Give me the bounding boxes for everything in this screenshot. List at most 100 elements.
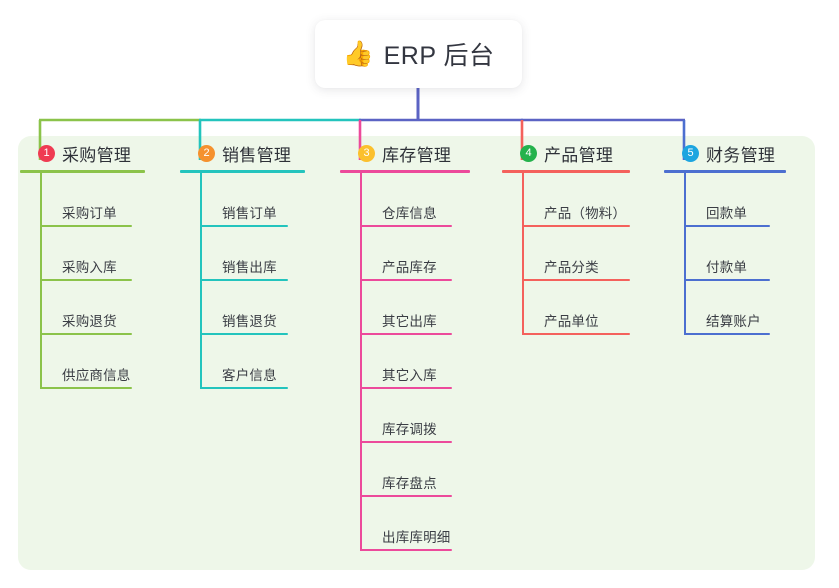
leaf-item[interactable]: 出库库明细 [360,497,470,551]
branch-title-2: 销售管理 [222,145,292,165]
leaf-item[interactable]: 仓库信息 [360,173,470,227]
leaf-item-label: 出库库明细 [382,530,451,545]
leaf-underline [40,387,132,389]
branch-header-2[interactable]: 2 销售管理 [178,136,305,170]
branch-badge-1: 1 [38,144,55,162]
leaf-item-label: 其它入库 [382,368,437,383]
leaf-item[interactable]: 库存盘点 [360,443,470,497]
leaf-item[interactable]: 销售出库 [200,227,305,281]
leaf-item-label: 付款单 [706,260,748,275]
leaf-underline [360,549,452,551]
branch-title-5: 财务管理 [706,145,776,165]
leaf-underline [200,333,288,335]
leaf-underline [40,279,132,281]
branch-underline-4 [502,170,630,173]
leaf-underline [522,279,630,281]
leaf-underline [200,387,288,389]
leaf-item-label: 其它出库 [382,314,437,329]
branches-panel [18,136,815,570]
leaf-item-label: 结算账户 [706,314,761,329]
leaf-item[interactable]: 产品库存 [360,227,470,281]
branch-header-3[interactable]: 3 库存管理 [338,136,470,170]
leaf-item-label: 产品（物料） [544,206,627,221]
leaf-item-label: 采购订单 [62,206,117,221]
leaf-underline [360,225,452,227]
branch-header-1[interactable]: 1 采购管理 [18,136,145,170]
branch-column-3: 3 库存管理仓库信息产品库存其它出库其它入库库存调拨库存盘点出库库明细 [338,136,470,551]
branch-spine-2 [200,173,202,389]
branch-badge-5: 5 [682,144,699,162]
branch-underline-2 [180,170,305,173]
branch-underline-5 [664,170,786,173]
branch-badge-2: 2 [198,144,215,162]
leaf-underline [360,279,452,281]
branch-underline-1 [20,170,145,173]
branch-header-5[interactable]: 5 财务管理 [662,136,786,170]
leaf-item[interactable]: 供应商信息 [40,335,145,389]
leaf-item-label: 库存调拨 [382,422,437,437]
leaf-item[interactable]: 回款单 [684,173,786,227]
leaf-underline [684,279,770,281]
branch-badge-3: 3 [358,144,375,162]
leaf-item-label: 采购入库 [62,260,117,275]
leaf-underline [360,495,452,497]
branch-title-3: 库存管理 [382,145,452,165]
leaf-item-label: 供应商信息 [62,368,131,383]
leaf-item[interactable]: 其它入库 [360,335,470,389]
leaf-item[interactable]: 销售订单 [200,173,305,227]
leaf-item-label: 产品单位 [544,314,599,329]
leaf-list-1: 采购订单采购入库采购退货供应商信息 [40,173,145,389]
branch-spine-1 [40,173,42,389]
branch-badge-4: 4 [520,144,537,162]
root-node[interactable]: 👍 ERP 后台 [315,20,522,88]
leaf-item[interactable]: 销售退货 [200,281,305,335]
leaf-item-label: 客户信息 [222,368,277,383]
leaf-item[interactable]: 付款单 [684,227,786,281]
leaf-underline [360,387,452,389]
leaf-item[interactable]: 产品（物料） [522,173,630,227]
branch-column-4: 4 产品管理产品（物料） 产品分类产品单位 [500,136,630,335]
branch-spine-5 [684,173,686,335]
leaf-underline [684,225,770,227]
leaf-underline [522,333,630,335]
leaf-item[interactable]: 采购入库 [40,227,145,281]
branch-underline-3 [340,170,470,173]
leaf-item-label: 销售退货 [222,314,277,329]
leaf-underline [522,225,630,227]
leaf-item[interactable]: 结算账户 [684,281,786,335]
leaf-item-label: 采购退货 [62,314,117,329]
leaf-list-4: 产品（物料） 产品分类产品单位 [522,173,630,335]
leaf-item[interactable]: 产品分类 [522,227,630,281]
root-node-label: ERP 后台 [383,42,495,70]
thumbs-up-icon: 👍 [342,39,374,68]
leaf-list-5: 回款单付款单结算账户 [684,173,786,335]
leaf-item-label: 库存盘点 [382,476,437,491]
leaf-list-3: 仓库信息产品库存其它出库其它入库库存调拨库存盘点出库库明细 [360,173,470,551]
leaf-item[interactable]: 采购退货 [40,281,145,335]
leaf-item-label: 回款单 [706,206,748,221]
leaf-item[interactable]: 其它出库 [360,281,470,335]
branch-column-1: 1 采购管理采购订单采购入库采购退货供应商信息 [18,136,145,389]
leaf-underline [684,333,770,335]
leaf-item[interactable]: 客户信息 [200,335,305,389]
leaf-item-label: 销售订单 [222,206,277,221]
leaf-underline [200,225,288,227]
branch-spine-3 [360,173,362,551]
leaf-underline [40,225,132,227]
branch-column-5: 5 财务管理回款单付款单结算账户 [662,136,786,335]
leaf-underline [360,333,452,335]
branch-title-1: 采购管理 [62,145,132,165]
leaf-item[interactable]: 库存调拨 [360,389,470,443]
leaf-underline [360,441,452,443]
branch-header-4[interactable]: 4 产品管理 [500,136,630,170]
leaf-item[interactable]: 产品单位 [522,281,630,335]
branch-columns: 1 采购管理采购订单采购入库采购退货供应商信息 2 销售管理销售订单销售出库销售退货客… [18,136,815,570]
leaf-item-label: 产品库存 [382,260,437,275]
leaf-item-label: 销售出库 [222,260,277,275]
leaf-item-label: 产品分类 [544,260,599,275]
leaf-item[interactable]: 采购订单 [40,173,145,227]
branch-title-4: 产品管理 [544,145,614,165]
branch-spine-4 [522,173,524,335]
leaf-list-2: 销售订单销售出库销售退货客户信息 [200,173,305,389]
